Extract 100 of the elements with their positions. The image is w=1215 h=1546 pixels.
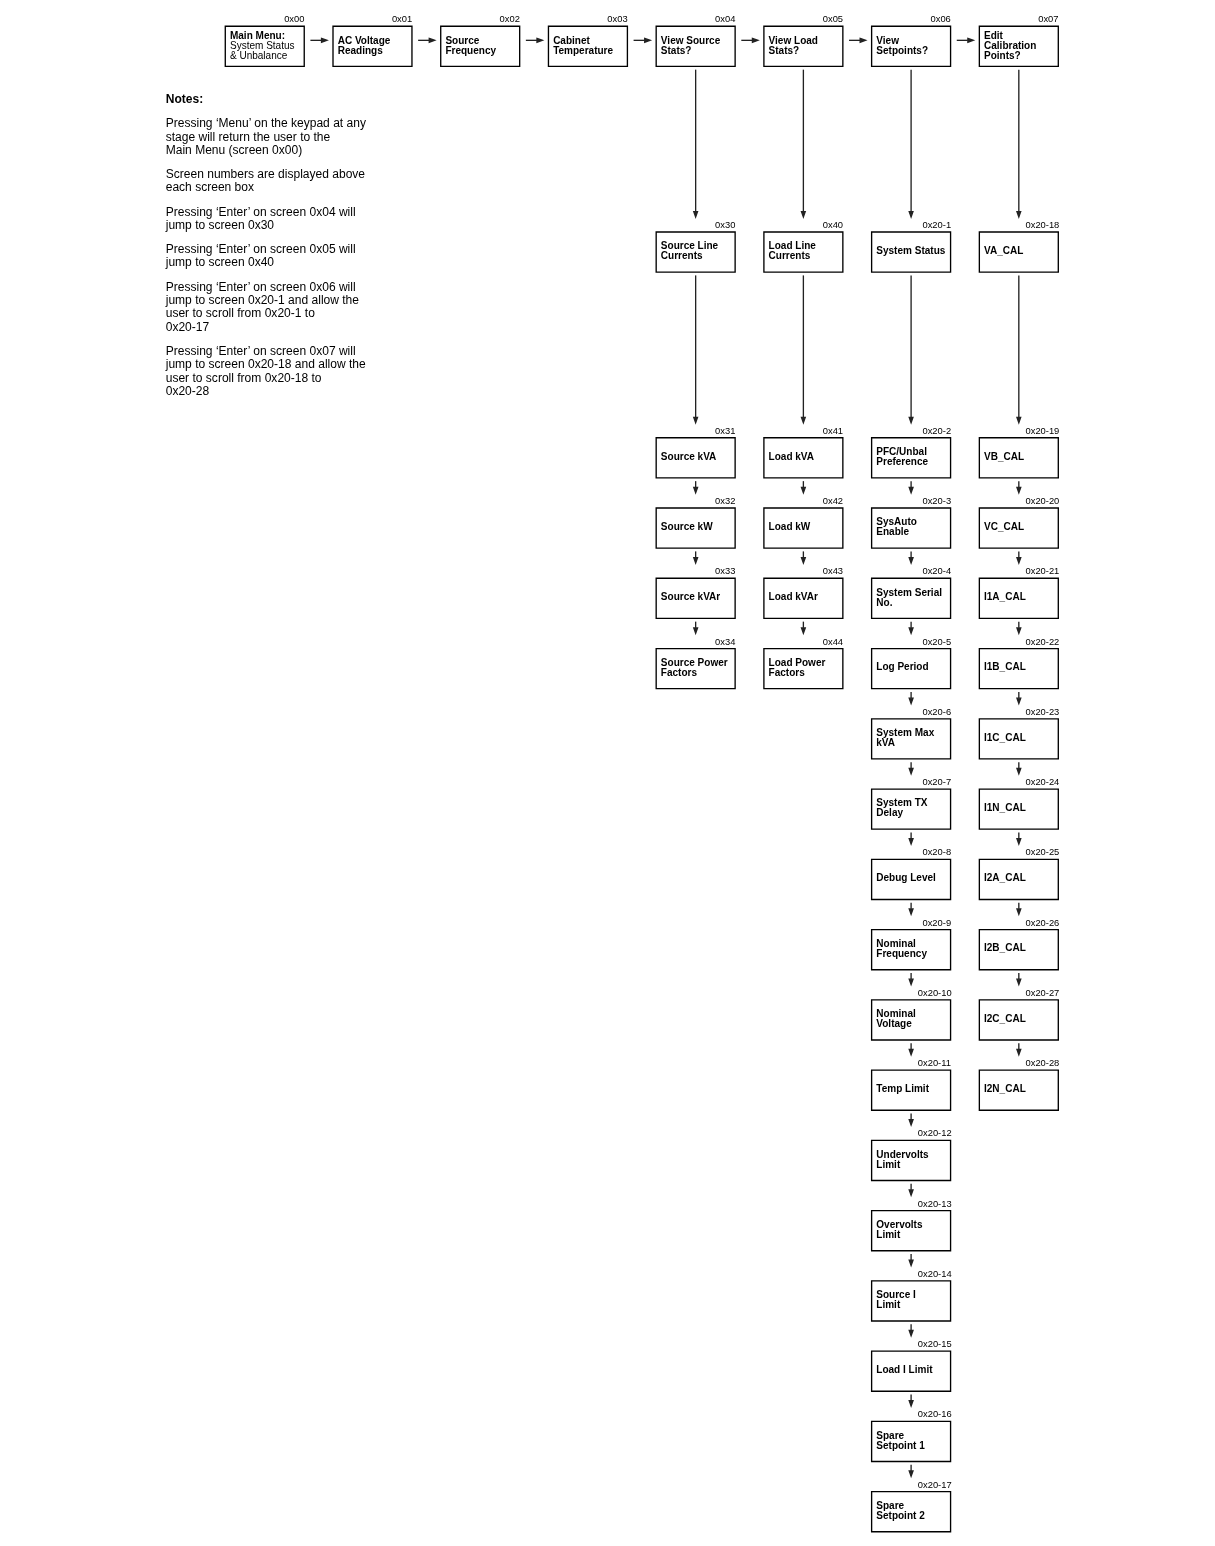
arrow (1016, 274, 1022, 425)
arrow (1016, 69, 1022, 219)
node-box: AC Voltage Readings (332, 25, 413, 68)
node-label: 0x20-26 (1025, 917, 1060, 928)
node-box: View Source Stats? (655, 25, 736, 68)
node-box: System TX Delay (870, 788, 952, 830)
node-box: Nominal Voltage (870, 999, 952, 1041)
node-label: 0x07 (1038, 14, 1059, 25)
node-box: Load Power Factors (763, 647, 844, 690)
node-label: 0x20-24 (1025, 777, 1060, 788)
node-box: VB_CAL (978, 437, 1059, 479)
node-box: Undervolts Limit (870, 1139, 952, 1182)
node-box: I2A_CAL (978, 858, 1059, 901)
node-box: Nominal Frequency (870, 928, 952, 971)
node-label: 0x20-12 (917, 1128, 952, 1139)
node-label: 0x34 (715, 636, 736, 647)
node-label: 0x30 (715, 220, 736, 231)
node-label: 0x40 (822, 220, 844, 231)
arrow (908, 1112, 914, 1128)
node-label: 0x20-5 (922, 636, 952, 647)
node-label: 0x20-3 (922, 496, 952, 507)
node-box: Load kVA (763, 437, 844, 479)
node-box: Spare Setpoint 2 (870, 1490, 952, 1533)
node-label: 0x43 (822, 566, 844, 577)
node-label: 0x01 (391, 14, 413, 25)
node-label: 0x20-25 (1025, 847, 1060, 858)
node-label: 0x20-17 (917, 1479, 952, 1490)
node-label: 0x20-2 (922, 425, 952, 436)
node-label: 0x32 (715, 496, 736, 507)
arrow (908, 1464, 914, 1479)
label: Notes: (165, 91, 204, 106)
arrow (908, 1393, 914, 1409)
node-label: 0x20-8 (922, 847, 952, 858)
arrow (908, 69, 914, 219)
node-box: I1N_CAL (978, 788, 1059, 830)
node-box: I1C_CAL (978, 718, 1059, 760)
node-box: Main Menu: System Status & Unbalance (224, 25, 305, 68)
label: Screen numbers are displayed above each screen box (165, 167, 366, 195)
label: Pressing ‘Menu’ on the keypad at any stage will return the user to the Main Menu (screen 0x00) (165, 116, 366, 158)
node-label: 0x20-27 (1025, 987, 1060, 998)
arrow (908, 761, 914, 776)
node-label: 0x31 (715, 425, 736, 436)
node-box: Source kVA (655, 437, 736, 479)
node-label: 0x20-9 (922, 917, 952, 928)
node-box: Load Line Currents (763, 231, 844, 273)
arrow (908, 1183, 914, 1198)
label: Pressing ‘Enter’ on screen 0x05 will jump to screen 0x40 (165, 242, 356, 270)
node-box: Source kW (655, 507, 736, 549)
node-label: 0x20-21 (1025, 566, 1060, 577)
node-box: Edit Calibration Points? (978, 25, 1059, 68)
node-label: 0x20-4 (922, 566, 952, 577)
node-box: I2B_CAL (978, 928, 1059, 971)
node-box: Log Period (870, 647, 952, 690)
node-box: VA_CAL (978, 231, 1059, 273)
node-label: 0x02 (499, 14, 520, 25)
node-box: System Max kVA (870, 718, 952, 760)
node-box: Debug Level (870, 858, 952, 901)
node-label: 0x20-15 (917, 1339, 952, 1350)
node-box: Source Line Currents (655, 231, 736, 273)
label: Pressing ‘Enter’ on screen 0x06 will jump to screen 0x20-1 and allow the user to scroll from 0x20-1 to 0x20-17 (165, 279, 360, 334)
label: Pressing ‘Enter’ on screen 0x04 will jump to screen 0x30 (165, 204, 356, 232)
arrow (692, 69, 699, 219)
arrow (908, 972, 914, 987)
node-label: 0x33 (715, 566, 736, 577)
node-label: 0x20-18 (1025, 220, 1060, 231)
node-label: 0x00 (284, 14, 305, 25)
node-box: I1A_CAL (978, 577, 1059, 620)
node-label: 0x04 (715, 14, 736, 25)
node-label: 0x20-28 (1025, 1058, 1060, 1069)
node-box: Load kW (763, 507, 844, 549)
arrow (908, 480, 914, 495)
node-label: 0x20-16 (917, 1409, 952, 1420)
arrow (908, 1323, 914, 1338)
node-box: Source Power Factors (655, 647, 736, 690)
node-label: 0x06 (930, 14, 951, 25)
node-label: 0x20-6 (922, 706, 952, 717)
arrow (908, 1253, 914, 1268)
arrow (908, 831, 914, 847)
node-box: Spare Setpoint 1 (870, 1420, 952, 1463)
node-label: 0x03 (607, 14, 628, 25)
arrow (908, 1042, 914, 1057)
node-box: I2C_CAL (978, 999, 1059, 1041)
arrow (908, 691, 914, 706)
label: Pressing ‘Enter’ on screen 0x07 will jump to screen 0x20-18 and allow the user to scroll from 0x20-18 to 0x20-28 (165, 343, 366, 398)
node-box: Source kVAr (655, 577, 736, 620)
node-label: 0x20-13 (917, 1198, 952, 1209)
node-label: 0x20-10 (917, 987, 952, 998)
arrow (692, 274, 699, 425)
node-label: 0x20-19 (1025, 425, 1060, 436)
node-box: I2N_CAL (978, 1069, 1059, 1111)
node-box: Load kVAr (763, 577, 844, 620)
node-label: 0x20-1 (922, 220, 952, 231)
arrow (800, 274, 807, 425)
node-label: 0x20-22 (1025, 636, 1060, 647)
arrow (908, 550, 914, 566)
node-label: 0x20-11 (917, 1058, 951, 1069)
node-box: Source Frequency (440, 25, 521, 68)
node-box: Cabinet Temperature (547, 25, 629, 68)
node-box: Load I Limit (870, 1350, 952, 1392)
node-box: SysAuto Enable (870, 507, 952, 549)
